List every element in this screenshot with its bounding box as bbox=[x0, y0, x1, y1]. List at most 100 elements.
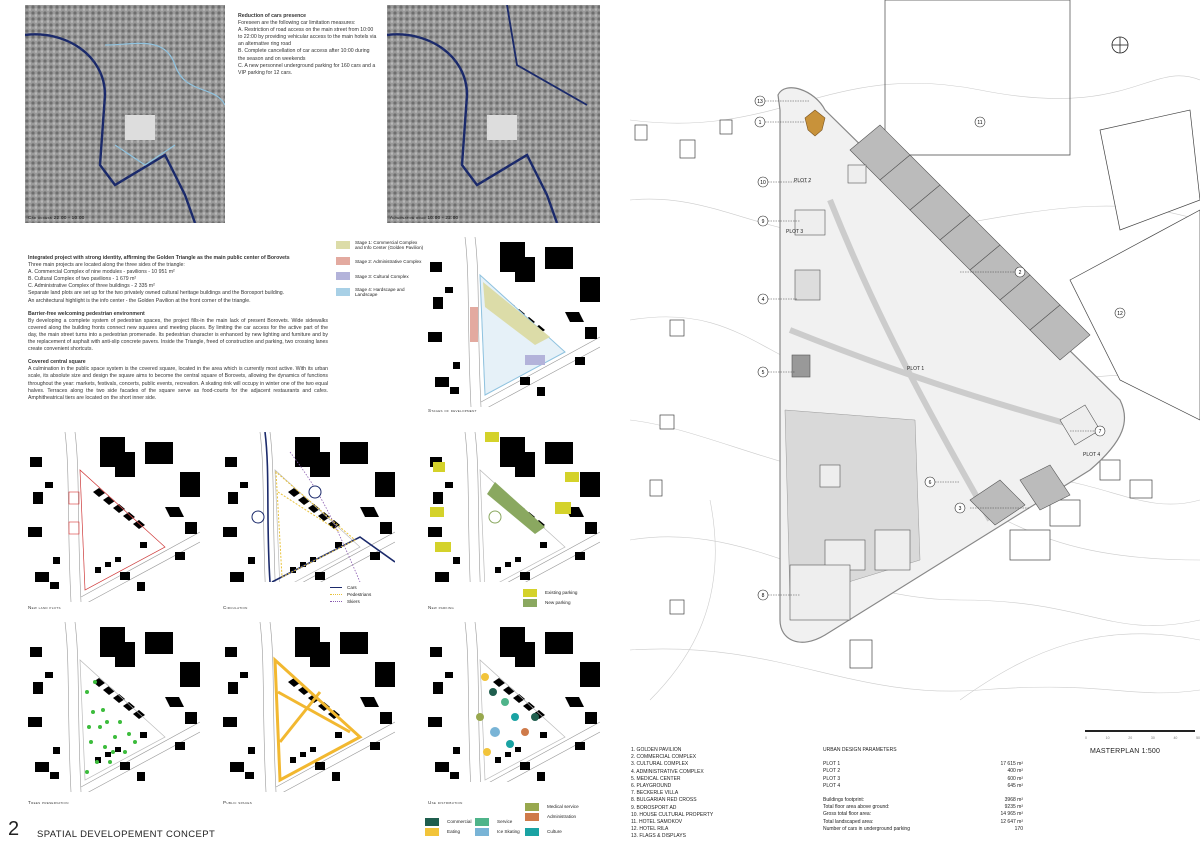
param-row: Total floor area above ground:9235 m² bbox=[823, 804, 1023, 811]
scale-tick: 0 bbox=[1085, 736, 1087, 740]
legend-eating: Eating bbox=[425, 828, 460, 836]
scale-tick: 20 bbox=[1128, 736, 1133, 740]
param-row: PLOT 1 17 615 m² bbox=[823, 761, 1023, 768]
legend-item: 2. Commercial Complex bbox=[631, 754, 697, 761]
scale-tick: 10 bbox=[1105, 736, 1110, 740]
legend-item: 12. Hotel Rila bbox=[631, 826, 669, 833]
aerial-map-alternative-road bbox=[387, 5, 600, 223]
square-text: A culmination in the public space system… bbox=[28, 366, 328, 401]
marker-label: 5 bbox=[762, 370, 765, 376]
param-label: PLOT 1 bbox=[823, 761, 841, 768]
legend-label: Administration bbox=[547, 814, 577, 820]
marker-7 bbox=[1094, 425, 1106, 437]
legend-label: Eating bbox=[447, 829, 461, 835]
legend-label: Skiers bbox=[347, 599, 360, 604]
legend-item: 10. House Cultural Property bbox=[631, 811, 714, 818]
stage-item: Stage 3: Cultural Complex bbox=[336, 272, 424, 280]
intro-text: Integrated project with strong identity,… bbox=[28, 255, 328, 402]
plot-label-2: PLOT 2 bbox=[794, 178, 812, 184]
stages-diagram bbox=[425, 237, 600, 407]
marker-5 bbox=[757, 366, 769, 378]
marker-label: 11 bbox=[977, 120, 982, 126]
legend-label: Cars bbox=[347, 585, 357, 590]
square-title: Covered central square bbox=[28, 359, 86, 366]
params-title: URBAN DESIGN PARAMETERS bbox=[823, 747, 897, 753]
param-row: Buildings footprint: 3968 m² bbox=[823, 797, 1023, 804]
legend-label: Ice Skating bbox=[497, 829, 520, 835]
legend-medical: Medical service bbox=[525, 803, 579, 811]
stages-caption: Stages of development bbox=[428, 408, 477, 413]
legend-label: Service bbox=[497, 819, 513, 825]
legend-item: 1. Golden Pavilion bbox=[631, 747, 682, 753]
legend-skiers: Skiers bbox=[330, 598, 371, 605]
stage-swatch bbox=[336, 257, 350, 265]
param-value: 400 m² bbox=[1007, 768, 1023, 775]
legend-item: 5. Medical Center bbox=[631, 775, 681, 782]
marker-label: 9 bbox=[762, 219, 765, 225]
masterplan-legend: 1. Golden Pavilion2. Commercial Complex3… bbox=[631, 747, 713, 841]
intro-title: Integrated project with strong identity,… bbox=[28, 255, 290, 261]
param-label: Buildings footprint: bbox=[823, 797, 865, 804]
marker-label: 3 bbox=[959, 506, 962, 512]
scale-tick: 50 bbox=[1196, 736, 1200, 740]
param-value: 3968 m² bbox=[1004, 797, 1023, 804]
car-reduction-title: Reduction of cars presence bbox=[238, 13, 307, 19]
legend-item: 3. Cultural Complex bbox=[631, 761, 689, 768]
intro-line: Separate land plots are set up for the t… bbox=[28, 290, 285, 297]
marker-label: 7 bbox=[1099, 429, 1102, 435]
legend-item: 11. Hotel Samokov bbox=[631, 819, 683, 826]
legend-cars: Cars bbox=[330, 584, 371, 591]
legend-label: Commercial bbox=[447, 819, 472, 825]
page-title: SPATIAL DEVELOPEMENT CONCEPT bbox=[37, 829, 216, 840]
diagram-use-distribution bbox=[425, 622, 600, 782]
caption-use-distribution: Use distribution bbox=[428, 800, 463, 805]
car-line: C. A new personnel underground parking f… bbox=[238, 62, 376, 76]
stage-swatch bbox=[336, 288, 350, 296]
scale-tick: 40 bbox=[1173, 736, 1178, 740]
barrier-title: Barrier-free welcoming pedestrian enviro… bbox=[28, 310, 145, 317]
param-label: PLOT 4 bbox=[823, 782, 841, 789]
marker-11 bbox=[974, 116, 986, 128]
marker-label: 8 bbox=[762, 593, 765, 599]
stage-swatch bbox=[336, 241, 350, 249]
marker-1 bbox=[754, 116, 766, 128]
legend-service: Service bbox=[475, 818, 512, 826]
legend-pedestrians: Pedestrians bbox=[330, 591, 371, 598]
legend-commercial: Commercial bbox=[425, 818, 472, 826]
car-line: Foreseen are the following car limitatio… bbox=[238, 20, 356, 27]
marker-label: 13 bbox=[757, 99, 763, 105]
legend-item: 8. Bulgarian Red Cross bbox=[631, 797, 697, 804]
diagram-new-land-plots bbox=[25, 432, 200, 602]
car-line: B. Complete cancellation of car access a… bbox=[238, 48, 370, 62]
marker-4 bbox=[757, 293, 769, 305]
marker-6 bbox=[924, 476, 936, 488]
stage-item: Stage 2: Administrative Complex bbox=[336, 257, 424, 265]
param-value: 14 965 m² bbox=[1000, 811, 1023, 818]
param-row: Total landscaped area:12 647 m² bbox=[823, 819, 1023, 826]
param-value: 9235 m² bbox=[1004, 804, 1023, 811]
intro-line: An architectural highlight is the info c… bbox=[28, 297, 251, 304]
param-label: PLOT 3 bbox=[823, 775, 841, 782]
legend-label: Culture bbox=[547, 829, 562, 835]
param-label: PLOT 2 bbox=[823, 768, 841, 775]
legend-item: 13. Flags & Displays bbox=[631, 833, 686, 840]
legend-label: Pedestrians bbox=[347, 592, 372, 597]
diagram-new-parking bbox=[425, 432, 600, 582]
legend-item: 6. Playground bbox=[631, 783, 672, 790]
scale-bar bbox=[1085, 730, 1195, 732]
marker-13 bbox=[754, 95, 766, 107]
car-reduction-text: Reduction of cars presence Foreseen are … bbox=[238, 13, 378, 77]
scale-tick: 30 bbox=[1150, 736, 1155, 740]
caption-new-land-plots: New land plots bbox=[28, 605, 61, 610]
marker-label: 12 bbox=[1117, 311, 1123, 317]
intro-line: Three main projects are located along th… bbox=[28, 262, 185, 269]
param-value: 17 615 m² bbox=[1000, 761, 1023, 768]
marker-12 bbox=[1114, 307, 1126, 319]
stage-swatch bbox=[336, 272, 350, 280]
stages-legend: Stage 1: Commercial Complex and Info Cen… bbox=[336, 240, 424, 304]
plot-label-3: PLOT 3 bbox=[786, 229, 804, 235]
intro-line: C. Administrative Complex of three build… bbox=[28, 283, 155, 290]
